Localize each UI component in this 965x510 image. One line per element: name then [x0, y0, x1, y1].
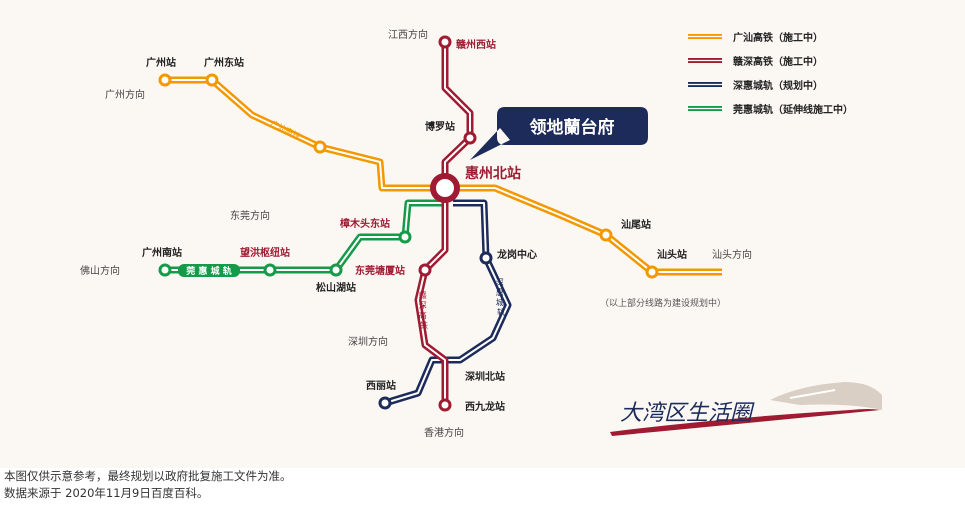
direction-hongkong: 香港方向 [424, 426, 464, 439]
direction-shenzhen: 深圳方向 [348, 335, 388, 348]
legend-label: 赣深高铁（施工中） [733, 55, 823, 68]
shenhui-line [383, 199, 512, 407]
station-marker-longgang [479, 251, 493, 265]
station-label-shantou: 汕头站 [657, 248, 687, 261]
station-marker-dongguantangxia [418, 263, 432, 277]
hub-station-label: 惠州北站 [465, 165, 521, 182]
station-marker-zhangmutoudong [398, 230, 412, 244]
property-callout: 领地蘭台府 [470, 107, 648, 160]
station-marker-orange-mid [313, 140, 327, 154]
ganshen-char-1: 赣 [419, 290, 427, 300]
shenhui-char-2: 惠 [496, 287, 504, 297]
station-marker-guangzhoudong [205, 73, 219, 87]
station-marker-xili [378, 396, 392, 410]
footer-disclaimer: 本图仅供示意参考，最终规划以政府批复施工文件为准。 [4, 469, 292, 483]
footer-source: 数据来源于 2020年11月9日百度百科。 [4, 486, 209, 500]
callout-text: 领地蘭台府 [530, 117, 615, 138]
guangshan-line-label: 广汕高铁 [269, 118, 302, 141]
shenhui-char-3: 城 [496, 298, 504, 307]
direction-guangzhou: 广州方向 [105, 88, 145, 101]
station-label-shenzhenbei: 深圳北站 [465, 370, 505, 383]
station-label-wanghongshu: 望洪枢纽站 [240, 246, 290, 259]
guangshan-line [165, 76, 722, 276]
legend-item-guangshan: 广汕高铁（施工中） [688, 31, 823, 44]
shenhui-vertical-label: 深 惠 城 轨 [496, 278, 507, 317]
ganshen-line [414, 42, 474, 405]
legend-item-shenhui: 深惠城轨（规划中） [688, 79, 823, 92]
station-label-guangzhounan: 广州南站 [142, 246, 182, 259]
legend-label: 广汕高铁（施工中） [733, 31, 823, 44]
station-label-boluo: 博罗站 [425, 120, 455, 133]
direction-jiangxi: 江西方向 [388, 28, 428, 41]
station-marker-shanwei [599, 228, 613, 242]
station-marker-boluo [463, 131, 477, 145]
station-marker-wanghongshu [263, 263, 277, 277]
station-label-longgang: 龙岗中心 [496, 248, 537, 261]
ganshen-char-2: 深 [419, 301, 427, 310]
legend: 广汕高铁（施工中） 赣深高铁（施工中） 深惠城轨（规划中） 莞惠城轨（延伸线施工… [688, 31, 853, 116]
brand-text: 大湾区生活圈 [620, 401, 755, 426]
map-area: 广汕高铁 莞 惠 城 轨 赣 深 高 铁 深 惠 城 轨 [0, 0, 965, 468]
station-marker-ganzhouxi [438, 35, 452, 49]
station-label-guangzhou: 广州站 [146, 56, 176, 69]
ganshen-char-3: 高 [419, 310, 427, 320]
planning-note: （以上部分线路为建设规划中） [600, 297, 726, 309]
legend-label: 深惠城轨（规划中） [733, 79, 823, 92]
station-label-xijiulong: 西九龙站 [465, 400, 505, 413]
station-label-xili: 西丽站 [366, 379, 396, 392]
legend-label: 莞惠城轨（延伸线施工中） [733, 103, 853, 116]
station-label-guangzhoudong: 广州东站 [204, 56, 244, 69]
station-marker-huizhoubei [430, 173, 460, 203]
station-marker-xijiulong [438, 398, 452, 412]
legend-item-guanhui: 莞惠城轨（延伸线施工中） [688, 103, 853, 116]
footer: 本图仅供示意参考，最终规划以政府批复施工文件为准。 数据来源于 2020年11月… [0, 468, 965, 510]
station-marker-songshanhu [329, 263, 343, 277]
station-marker-shantou [645, 265, 659, 279]
station-marker-guangzhounan [158, 263, 172, 277]
direction-foshan: 佛山方向 [80, 264, 120, 277]
legend-item-ganshen: 赣深高铁（施工中） [688, 55, 823, 68]
station-label-dongguantangxia: 东莞塘厦站 [355, 264, 405, 277]
direction-shantou: 汕头方向 [712, 248, 752, 261]
station-marker-guangzhou [158, 73, 172, 87]
ganshen-vertical-label: 赣 深 高 铁 [419, 290, 430, 330]
guanhui-line-label: 莞 惠 城 轨 [185, 265, 231, 277]
station-label-songshanhu: 松山湖站 [316, 281, 356, 294]
ganshen-char-4: 铁 [420, 320, 428, 330]
shenhui-char-4: 轨 [497, 307, 505, 317]
station-label-ganzhouxi: 赣州西站 [456, 38, 496, 51]
station-label-zhangmutoudong: 樟木头东站 [340, 217, 390, 230]
shenhui-char-1: 深 [496, 278, 504, 287]
brand-logo: 大湾区生活圈 [610, 382, 882, 436]
station-label-shanwei: 汕尾站 [621, 218, 651, 231]
direction-dongguan: 东莞方向 [230, 209, 270, 222]
rail-map: 广汕高铁 莞 惠 城 轨 赣 深 高 铁 深 惠 城 轨 [80, 28, 882, 439]
guanhui-line-label-box: 莞 惠 城 轨 [178, 264, 240, 277]
